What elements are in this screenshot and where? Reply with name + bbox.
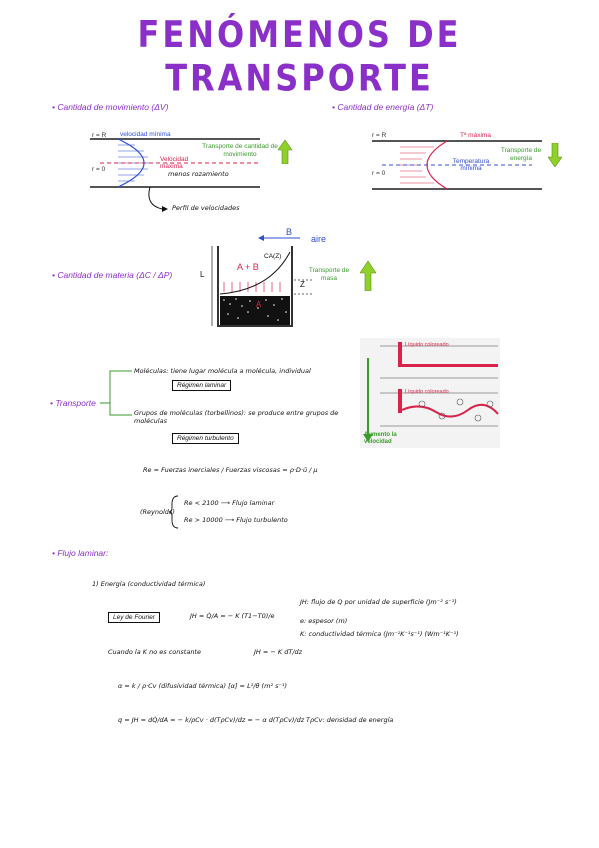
arrow-up-icon bbox=[360, 261, 376, 291]
brace bbox=[168, 495, 179, 529]
mass-heading: • Cantidad de materia (ΔC / ΔP) bbox=[52, 270, 173, 280]
velocity-profile-diagram bbox=[90, 138, 260, 212]
fourier-equation: JH = Q̇/A = − K (T1−T0)/e bbox=[190, 612, 275, 620]
arrow-up-icon bbox=[278, 140, 292, 164]
laminar-flow-heading: • Flujo laminar: bbox=[52, 548, 109, 558]
fourier-box: Ley de Fourier bbox=[108, 612, 160, 623]
energy-heading: • Cantidad de energía (ΔT) bbox=[332, 102, 434, 112]
transport-heading: • Transporte bbox=[50, 398, 96, 408]
page-title: FENÓMENOS DE TRANSPORTE bbox=[137, 12, 462, 100]
arrow-down-icon bbox=[548, 143, 562, 167]
momentum-heading: • Cantidad de movimiento (ΔV) bbox=[52, 102, 169, 112]
turbulent-box: Régimen turbulento bbox=[172, 433, 239, 444]
laminar-box: Régimen laminar bbox=[172, 380, 232, 391]
reynolds-formula: Re = Fuerzas inerciales / Fuerzas viscos… bbox=[143, 466, 318, 474]
mass-transfer-diagram bbox=[211, 235, 314, 327]
temperature-profile-diagram bbox=[372, 140, 542, 190]
flow-visualization bbox=[360, 338, 500, 448]
q-equation: q = JH = dQ̇/dA = − k/ρCv · d(TρCv)/dz =… bbox=[118, 716, 305, 724]
branch-lines bbox=[100, 370, 132, 416]
alpha-equation: α = k / ρ·Cv (difusividad térmica) [α] =… bbox=[118, 682, 288, 690]
